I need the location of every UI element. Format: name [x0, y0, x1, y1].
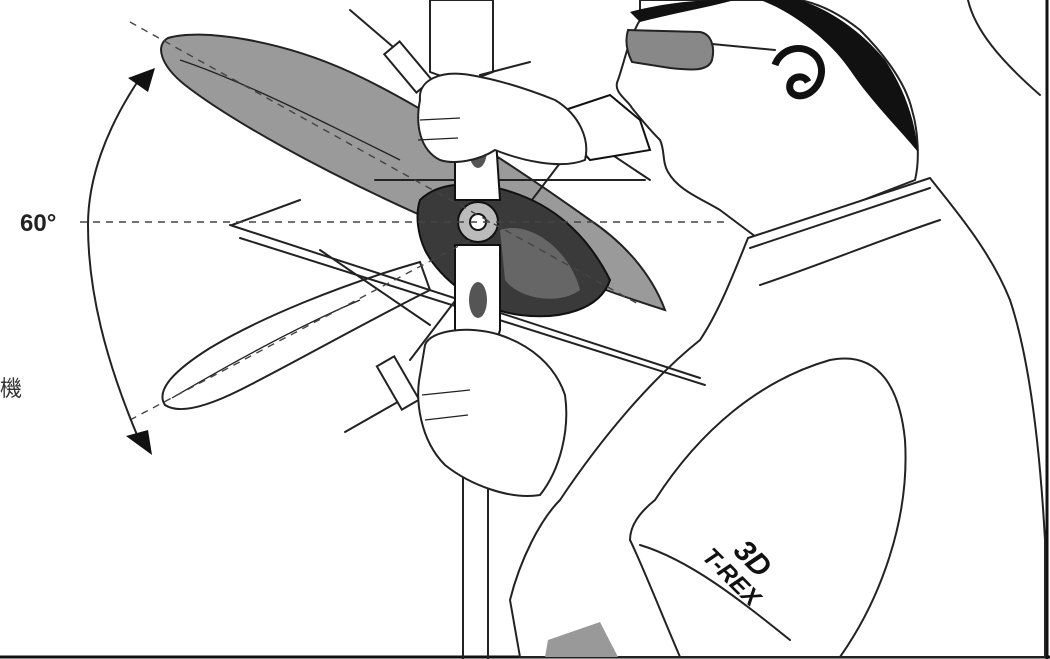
goggles-icon	[626, 30, 713, 70]
angle-arc	[88, 68, 155, 455]
side-label: 機	[0, 377, 22, 402]
lower-hand	[418, 330, 566, 496]
upper-hand	[418, 74, 586, 164]
angle-label: 60°	[20, 210, 56, 237]
background-panel	[968, 0, 1040, 95]
arrow-down-icon	[126, 430, 152, 455]
